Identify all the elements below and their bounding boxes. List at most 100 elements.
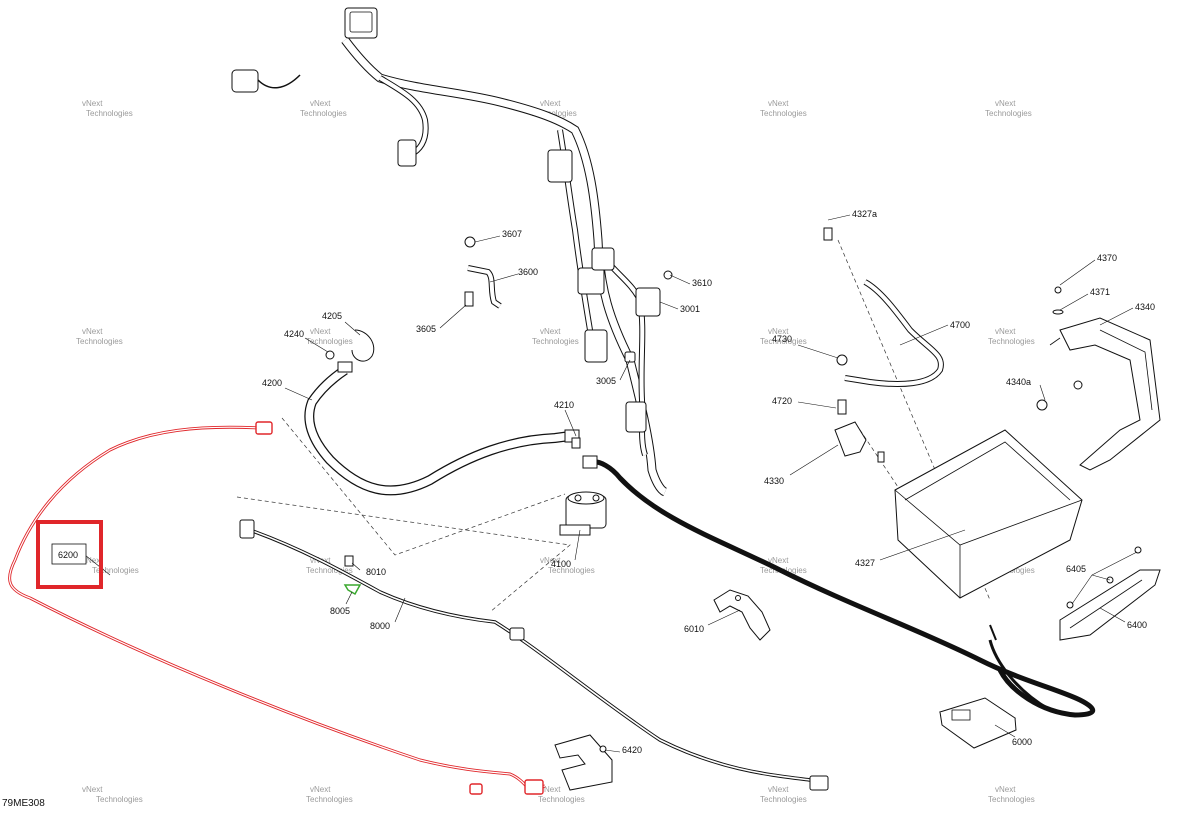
nut-3005 (624, 351, 636, 363)
highlight-box-6200[interactable]: 6200 (36, 520, 103, 589)
harness-connector (344, 7, 378, 39)
cable-3600 (464, 236, 673, 309)
harness-connector (635, 287, 661, 317)
callout-4327[interactable]: 4327 (855, 558, 875, 568)
svg-text:vNext: vNext (995, 785, 1016, 794)
black-harness (582, 455, 1095, 718)
callout-4100[interactable]: 4100 (551, 559, 571, 569)
callout-3610[interactable]: 3610 (692, 278, 712, 288)
callout-8000[interactable]: 8000 (370, 621, 390, 631)
module-6000 (938, 697, 1017, 749)
bolt-3610 (663, 270, 673, 280)
svg-text:Technologies: Technologies (306, 795, 353, 804)
callout-4720[interactable]: 4720 (772, 396, 792, 406)
callout-6420[interactable]: 6420 (622, 745, 642, 755)
harness-connector (577, 267, 605, 295)
svg-text:Technologies: Technologies (532, 337, 579, 346)
connector-end (239, 519, 255, 539)
svg-text:vNext: vNext (82, 556, 103, 565)
svg-text:vNext: vNext (540, 327, 561, 336)
callout-6000[interactable]: 6000 (1012, 737, 1032, 747)
callout-labels: 3607 3600 3610 3001 3605 3005 4205 4240 … (262, 209, 1155, 755)
bolt-6405 (1134, 546, 1142, 554)
callout-4200[interactable]: 4200 (262, 378, 282, 388)
svg-text:Technologies: Technologies (760, 795, 807, 804)
harness-connector (584, 329, 608, 363)
callout-8005[interactable]: 8005 (330, 606, 350, 616)
svg-text:vNext: vNext (540, 99, 561, 108)
cable-4200 (304, 329, 580, 496)
svg-text:Technologies: Technologies (86, 109, 133, 118)
bracket-4340 (1036, 286, 1161, 471)
terminal-end (524, 779, 544, 795)
callout-8010[interactable]: 8010 (366, 567, 386, 577)
svg-text:vNext: vNext (995, 99, 1016, 108)
harness-connector (591, 247, 615, 271)
solenoid-4100 (559, 437, 607, 536)
bolt-4370 (1054, 286, 1062, 294)
bolt-4327a (823, 227, 833, 241)
clip-8005 (343, 584, 362, 596)
svg-text:vNext: vNext (82, 327, 103, 336)
callout-3607[interactable]: 3607 (502, 229, 522, 239)
svg-text:vNext: vNext (82, 785, 103, 794)
battery-4327 (894, 429, 1083, 599)
svg-text:Technologies: Technologies (985, 109, 1032, 118)
nut-4340a (1036, 399, 1048, 411)
bracket-6010 (713, 589, 771, 641)
svg-text:vNext: vNext (310, 327, 331, 336)
svg-text:vNext: vNext (540, 556, 561, 565)
svg-text:Technologies: Technologies (548, 566, 595, 575)
svg-text:Technologies: Technologies (92, 566, 139, 575)
svg-text:vNext: vNext (310, 785, 331, 794)
callout-3600[interactable]: 3600 (518, 267, 538, 277)
callout-6405[interactable]: 6405 (1066, 564, 1086, 574)
terminal-end (255, 421, 273, 435)
svg-text:vNext: vNext (540, 785, 561, 794)
cable-8000 (239, 519, 829, 791)
svg-text:Technologies: Technologies (988, 795, 1035, 804)
callout-4730[interactable]: 4730 (772, 334, 792, 344)
bolt-4210 (571, 437, 581, 449)
callout-4371[interactable]: 4371 (1090, 287, 1110, 297)
callout-3001[interactable]: 3001 (680, 304, 700, 314)
callout-4700[interactable]: 4700 (950, 320, 970, 330)
svg-text:Technologies: Technologies (760, 109, 807, 118)
callout-4205[interactable]: 4205 (322, 311, 342, 321)
callout-6400[interactable]: 6400 (1127, 620, 1147, 630)
callout-3605[interactable]: 3605 (416, 324, 436, 334)
callout-4330[interactable]: 4330 (764, 476, 784, 486)
callout-4210[interactable]: 4210 (554, 400, 574, 410)
svg-text:vNext: vNext (768, 99, 789, 108)
callout-4340[interactable]: 4340 (1135, 302, 1155, 312)
callout-6010[interactable]: 6010 (684, 624, 704, 634)
harness-connector (231, 69, 259, 93)
callout-3005[interactable]: 3005 (596, 376, 616, 386)
svg-text:Technologies: Technologies (76, 337, 123, 346)
svg-text:vNext: vNext (82, 99, 103, 108)
callout-6200[interactable]: 6200 (58, 550, 78, 560)
callout-4240[interactable]: 4240 (284, 329, 304, 339)
callout-4340a[interactable]: 4340a (1006, 377, 1031, 387)
terminal-cover-4330 (834, 421, 867, 457)
svg-text:Technologies: Technologies (96, 795, 143, 804)
washer-4371 (1052, 309, 1064, 315)
callout-4327a[interactable]: 4327a (852, 209, 877, 219)
callout-4370[interactable]: 4370 (1097, 253, 1117, 263)
svg-text:vNext: vNext (995, 327, 1016, 336)
connector-end (809, 775, 829, 791)
svg-text:Technologies: Technologies (530, 109, 577, 118)
